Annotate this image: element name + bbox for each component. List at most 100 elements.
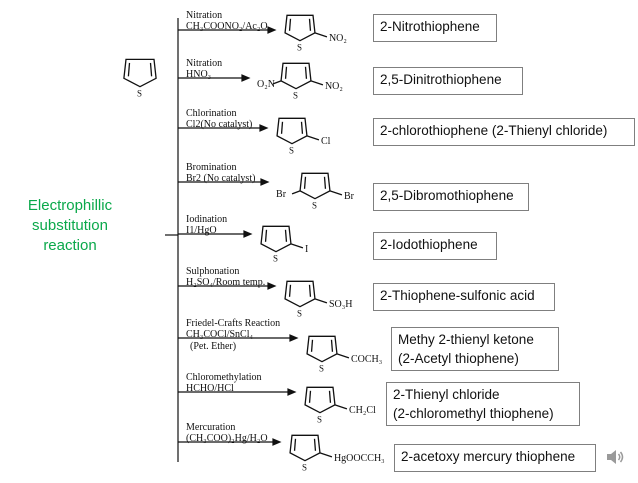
substituent-label: CH₂Cl (349, 405, 376, 416)
product-ring (260, 225, 292, 253)
double-bond (149, 62, 153, 77)
product-name-box: 2-Nitrothiophene (373, 14, 497, 42)
product-name: Methy 2-thienyl ketone (398, 332, 534, 347)
sulfur-label: S (137, 89, 142, 99)
double-bond (304, 66, 308, 79)
substituent-bond (329, 190, 343, 196)
reaction-name: Nitration (186, 10, 222, 21)
product-ring (306, 335, 338, 363)
thiophene-ring (289, 434, 321, 462)
product-ring (284, 14, 316, 42)
substituent-bond (306, 135, 320, 141)
product-ring (304, 386, 336, 414)
reaction-name: Mercuration (186, 422, 235, 433)
thiophene-ring (304, 386, 336, 414)
substituent-label: Cl (321, 136, 331, 147)
thiophene-ring (276, 117, 308, 145)
reaction-name: Iodination (186, 214, 227, 225)
sulfur-label: S (297, 43, 302, 53)
sulfur-label: S (293, 91, 298, 101)
arrow-head (243, 230, 253, 238)
reagent-label: H₂SO₄/Room temp. (186, 277, 265, 288)
product-ring (276, 117, 308, 145)
substituent-bond (334, 404, 348, 410)
product-name: 2-Iodothiophene (380, 237, 478, 252)
substituent-bond (272, 80, 282, 85)
side-title: Electrophillic substitution reaction (10, 196, 130, 256)
thiophene-ring (260, 225, 292, 253)
product-name-box: 2-Thiophene-sulfonic acid (373, 283, 555, 311)
substituent-bond (314, 298, 328, 304)
double-bond (303, 176, 307, 189)
reagent-label: CH₃COCl/SnCl₄ (186, 329, 254, 340)
reagent-label: I1/HgO (186, 225, 217, 236)
thiophene-ring (299, 172, 331, 200)
substituent-label: COCH₃ (351, 354, 382, 365)
arrow-head (241, 74, 251, 82)
reagent-label: HNO₃ (186, 69, 211, 80)
double-bond (284, 66, 288, 79)
product-name: 2-Thienyl chloride (393, 387, 500, 402)
product-ring (289, 434, 321, 462)
product-name: 2-Nitrothiophene (380, 19, 480, 34)
sulfur-label: S (319, 364, 324, 374)
product-name: 2-Thiophene-sulfonic acid (380, 288, 535, 303)
product-name: 2,5-Dinitrothiophene (380, 72, 502, 87)
double-bond (328, 390, 332, 403)
product-name: 2-chlorothiophene (2-Thienyl chloride) (380, 123, 608, 138)
substituent-bond (319, 452, 333, 458)
product-name-box: 2,5-Dinitrothiophene (373, 67, 523, 95)
sulfur-label: S (317, 415, 322, 425)
reagent-label: Br2 (No catalyst) (186, 173, 255, 184)
reaction-name: Chloromethylation (186, 372, 262, 383)
double-bond (284, 229, 288, 242)
thiophene-ring (280, 62, 312, 90)
reaction-name: Sulphonation (186, 266, 239, 277)
substituent-label: SO₃H (329, 299, 353, 310)
arrow-head (267, 282, 277, 290)
substituent-label: Br (344, 191, 355, 202)
arrow-head (259, 124, 269, 132)
product-name-box: 2-Thienyl chloride(2-chloromethyl thioph… (386, 382, 580, 426)
substituent-label: NO₂ (325, 81, 343, 92)
double-bond (308, 18, 312, 31)
sulfur-label: S (289, 146, 294, 156)
sulfur-label: S (312, 201, 317, 211)
product-ring (299, 172, 331, 200)
substituent-bond (336, 353, 350, 359)
double-bond (313, 438, 317, 451)
substituent-label: I (305, 244, 308, 255)
double-bond (280, 121, 284, 134)
double-bond (323, 176, 327, 189)
double-bond (264, 229, 268, 242)
double-bond (127, 62, 131, 77)
reagent-label: Cl2(No catalyst) (186, 119, 252, 130)
reaction-name: Friedel-Crafts Reaction (186, 318, 280, 329)
double-bond (288, 284, 292, 297)
speaker-icon[interactable] (604, 446, 626, 468)
starting-thiophene (123, 58, 157, 88)
reagent-label: CH₃COONO₂/Ac₂O (186, 21, 268, 32)
thiophene-ring (123, 58, 157, 88)
product-name: 2-acetoxy mercury thiophene (401, 449, 576, 464)
arrow-head (287, 388, 297, 396)
double-bond (300, 121, 304, 134)
sulfur-label: S (297, 309, 302, 319)
product-name-box: 2,5-Dibromothiophene (373, 183, 529, 211)
thiophene-ring (284, 14, 316, 42)
product-name-box: 2-acetoxy mercury thiophene (394, 444, 596, 472)
substituent-bond (314, 32, 328, 38)
substituent-label: O₂N (257, 79, 275, 90)
arrow-head (272, 438, 282, 446)
arrow-head (260, 178, 270, 186)
reaction-name: Bromination (186, 162, 237, 173)
product-name: (2-Acetyl thiophene) (398, 351, 519, 366)
side-title-line: substitution (32, 217, 108, 234)
arrow-head (267, 26, 277, 34)
substituent-label: Br (276, 189, 287, 200)
reaction-name: Nitration (186, 58, 222, 69)
substituent-bond (310, 80, 324, 86)
reagent-label: HCHO/HCl (186, 383, 234, 394)
